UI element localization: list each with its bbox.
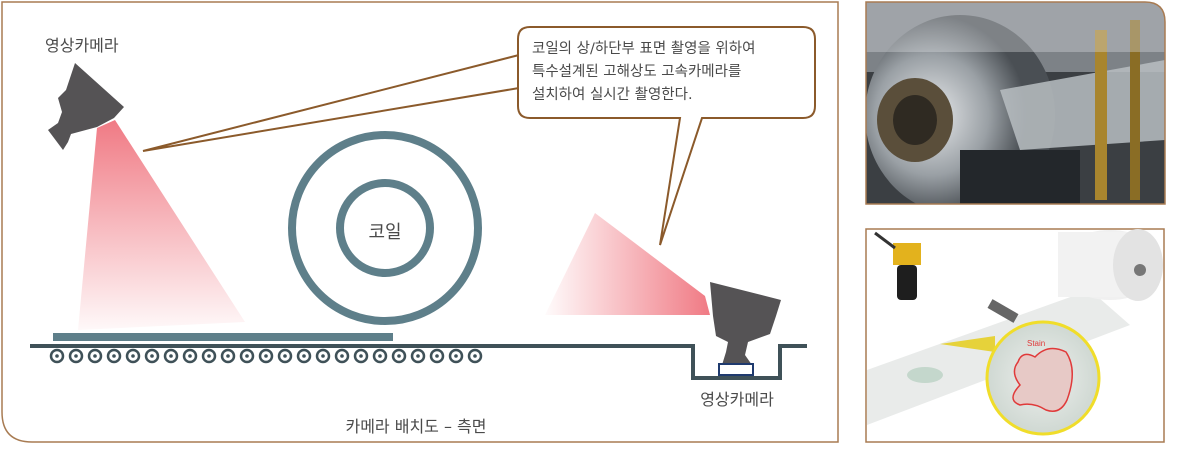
roller-rail	[30, 344, 807, 380]
roller-axle	[264, 354, 268, 358]
coil-inner	[336, 179, 434, 277]
roller-axle	[397, 354, 401, 358]
callout-box	[517, 26, 816, 246]
coil-label: 코일	[368, 222, 401, 243]
roller-axle	[245, 354, 249, 358]
top-camera-icon	[48, 63, 124, 150]
roller-axle	[454, 354, 458, 358]
roller-axle	[188, 354, 192, 358]
roller-axle	[169, 354, 173, 358]
roller-axle	[378, 354, 382, 358]
roller-axle	[131, 354, 135, 358]
roller-axle	[321, 354, 325, 358]
roller-group	[49, 348, 483, 364]
beam-bottom	[545, 213, 710, 315]
roller-axle	[416, 354, 420, 358]
roller-axle	[150, 354, 154, 358]
coil-mill-photo	[865, 1, 1166, 205]
bottom-camera-label: 영상카메라	[700, 390, 774, 409]
roller-axle	[359, 354, 363, 358]
roller-axle	[435, 354, 439, 358]
roller-axle	[302, 354, 306, 358]
coil-outer	[288, 131, 482, 325]
top-camera-label: 영상카메라	[45, 36, 119, 55]
callout-line-2: 특수설계된 고해상도 고속카메라를	[532, 63, 741, 80]
beam-top	[78, 120, 245, 330]
stain-inspection-photo: Stain	[865, 228, 1165, 443]
callout-pointer-left	[142, 54, 520, 152]
roller-axle	[112, 354, 116, 358]
callout-line-3: 설치하여 실시간 촬영한다.	[532, 86, 693, 103]
steel-strip	[53, 333, 393, 341]
roller-axle	[226, 354, 230, 358]
roller-axle	[283, 354, 287, 358]
camera-window	[718, 363, 754, 376]
roller-axle	[93, 354, 97, 358]
bottom-camera-icon	[710, 282, 781, 365]
roller-axle	[340, 354, 344, 358]
stain-label: Stain	[1027, 339, 1045, 348]
roller-axle	[55, 354, 59, 358]
roller-axle	[207, 354, 211, 358]
roller-axle	[473, 354, 477, 358]
roller-axle	[74, 354, 78, 358]
callout-line-1: 코일의 상/하단부 표면 촬영을 위하여	[532, 40, 755, 57]
diagram-caption: 카메라 배치도 – 측면	[345, 417, 486, 436]
